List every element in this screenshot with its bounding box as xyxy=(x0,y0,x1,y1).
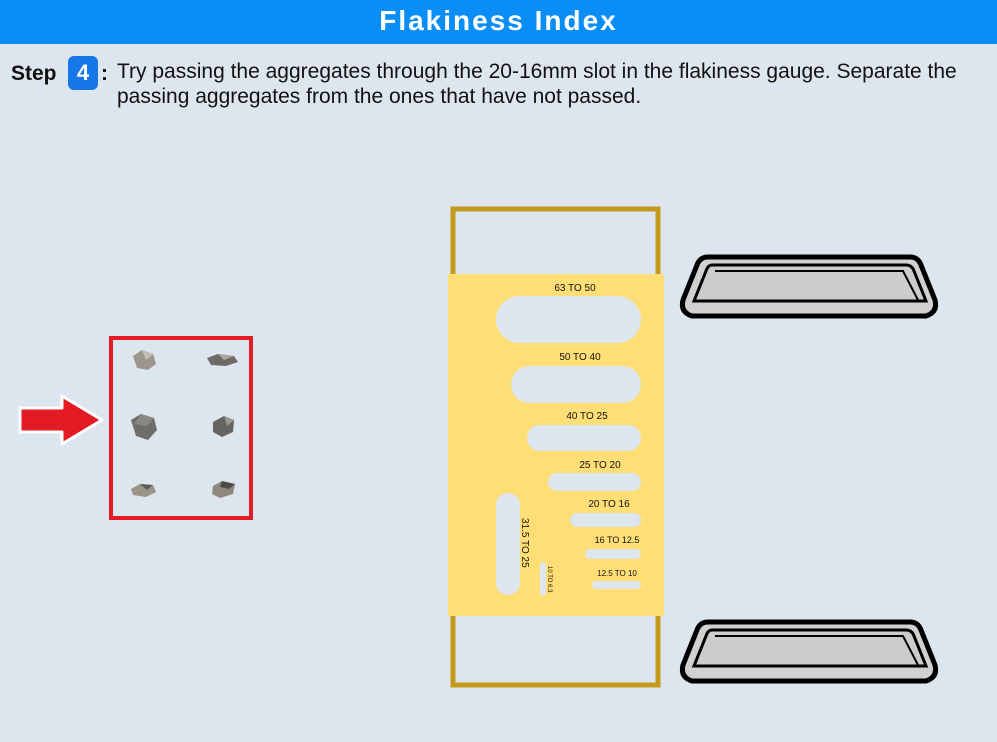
aggregate-3[interactable] xyxy=(131,414,157,440)
slot-label-31-5-25: 31.5 TO 25 xyxy=(519,518,530,568)
aggregate-selection-box[interactable] xyxy=(109,336,253,520)
slot-12-5-10[interactable] xyxy=(592,581,641,589)
page-title: Flakiness Index xyxy=(0,0,997,44)
slot-label-12-5-10: 12.5 TO 10 xyxy=(597,569,637,578)
slot-63-50[interactable] xyxy=(496,296,641,343)
step-colon: : xyxy=(101,62,108,85)
slot-label-63-50: 63 TO 50 xyxy=(554,283,596,294)
slot-10-6-3[interactable] xyxy=(540,562,546,596)
slot-label-10-6-3: 10 TO 6.3 xyxy=(546,566,552,593)
slot-16-12-5[interactable] xyxy=(585,549,641,559)
slot-50-40[interactable] xyxy=(511,366,641,403)
aggregate-4[interactable] xyxy=(213,416,234,437)
slot-25-20[interactable] xyxy=(548,473,641,491)
slot-label-20-16: 20 TO 16 xyxy=(588,499,630,510)
slot-label-16-12-5: 16 TO 12.5 xyxy=(595,535,640,545)
slot-20-16[interactable] xyxy=(570,513,641,527)
step-label: Step xyxy=(11,62,57,85)
slot-40-25[interactable] xyxy=(527,425,641,451)
aggregate-2[interactable] xyxy=(207,354,238,366)
tray-bottom[interactable] xyxy=(679,619,939,684)
slot-label-25-20: 25 TO 20 xyxy=(579,460,621,471)
slot-label-40-25: 40 TO 25 xyxy=(566,411,608,422)
aggregate-1[interactable] xyxy=(133,350,156,370)
flakiness-gauge[interactable]: 63 TO 50 50 TO 40 40 TO 25 25 TO 20 20 T… xyxy=(448,206,664,688)
pointer-arrow-icon xyxy=(18,394,104,446)
aggregate-5[interactable] xyxy=(131,484,156,497)
step-instruction: Step 4 : Try passing the aggregates thro… xyxy=(11,56,991,116)
step-number-badge: 4 xyxy=(68,56,98,90)
slot-31-5-25[interactable] xyxy=(496,493,520,595)
step-text: Try passing the aggregates through the 2… xyxy=(117,60,957,108)
slot-label-50-40: 50 TO 40 xyxy=(559,352,601,363)
tray-top[interactable] xyxy=(679,254,939,319)
aggregate-6[interactable] xyxy=(212,481,235,498)
